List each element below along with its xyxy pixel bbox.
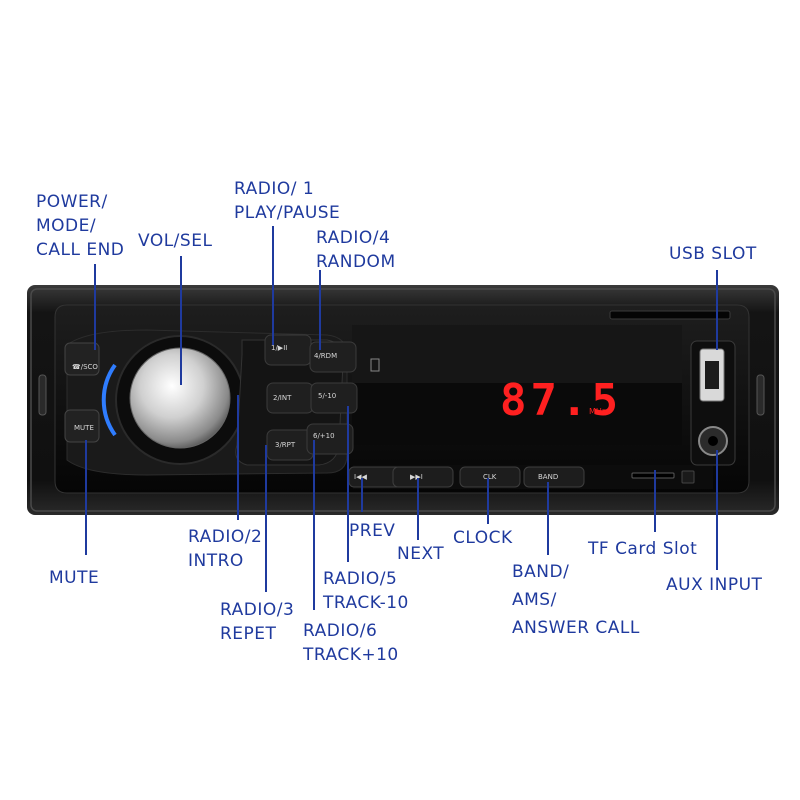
mute-button-label: MUTE bbox=[74, 424, 94, 432]
callout-line: AUX INPUT bbox=[666, 575, 763, 595]
band-button-label: BAND bbox=[538, 473, 559, 481]
callout-line: CLOCK bbox=[453, 528, 513, 548]
callout-line: RADIO/2 bbox=[188, 527, 263, 547]
callout-radio5: RADIO/5 TRACK-10 bbox=[323, 567, 409, 615]
callout-line: RADIO/6 bbox=[303, 621, 378, 641]
preset-5-label: 5/-10 bbox=[318, 392, 337, 400]
callout-prev: PREV bbox=[349, 519, 395, 543]
preset-1-label: 1/▶II bbox=[271, 344, 288, 352]
preset-button-5[interactable] bbox=[310, 382, 358, 414]
callout-band: BAND/ AMS/ ANSWER CALL bbox=[512, 558, 640, 642]
callout-line: RADIO/ 1 bbox=[234, 179, 315, 199]
clock-button-label: CLK bbox=[483, 473, 497, 481]
callout-line: VOL/SEL bbox=[138, 231, 213, 251]
preset-6-label: 6/+10 bbox=[313, 432, 335, 440]
mute-button[interactable] bbox=[64, 409, 100, 443]
led-arc-left bbox=[101, 363, 117, 437]
callout-next: NEXT bbox=[397, 542, 444, 566]
left-clip bbox=[38, 374, 47, 416]
preset-button-4[interactable] bbox=[309, 341, 357, 373]
chassis-bezel bbox=[30, 288, 776, 512]
callout-tf-card: TF Card Slot bbox=[588, 537, 697, 561]
callout-radio1: RADIO/ 1 PLAY/PAUSE bbox=[234, 177, 340, 225]
callout-line: NEXT bbox=[397, 544, 445, 564]
next-button[interactable] bbox=[392, 466, 454, 488]
callout-radio2: RADIO/2 INTRO bbox=[188, 525, 262, 573]
usb-tongue bbox=[705, 361, 719, 389]
right-clip bbox=[756, 374, 765, 416]
callout-line: PREV bbox=[349, 521, 396, 541]
tf-card-slot[interactable] bbox=[631, 472, 675, 479]
preset-button-6[interactable] bbox=[306, 423, 354, 455]
callout-line: TRACK-10 bbox=[323, 593, 409, 613]
callout-line: ANSWER CALL bbox=[512, 618, 640, 638]
callout-aux-input: AUX INPUT bbox=[666, 573, 762, 597]
callout-line: AMS/ bbox=[512, 590, 557, 610]
callout-line: USB SLOT bbox=[669, 244, 757, 264]
callout-line: INTRO bbox=[188, 551, 244, 571]
clock-button[interactable] bbox=[459, 466, 521, 488]
callout-line: MUTE bbox=[49, 568, 100, 588]
callout-line: BAND/ bbox=[512, 562, 570, 582]
callout-line: POWER/ bbox=[36, 192, 108, 212]
preset-2-label: 2/INT bbox=[273, 394, 292, 402]
callout-line: MODE/ bbox=[36, 216, 97, 236]
power-button-label: ☎/SCO bbox=[72, 363, 98, 371]
callout-radio4: RADIO/4 RANDOM bbox=[316, 226, 396, 274]
callout-line: PLAY/PAUSE bbox=[234, 203, 341, 223]
callout-radio6: RADIO/6 TRACK+10 bbox=[303, 619, 399, 667]
callout-line: RANDOM bbox=[316, 252, 396, 272]
display-gloss bbox=[352, 325, 682, 383]
preset-4-label: 4/RDM bbox=[314, 352, 338, 360]
callout-line: RADIO/5 bbox=[323, 569, 398, 589]
top-slot bbox=[609, 310, 731, 320]
preset-3-label: 3/RPT bbox=[275, 441, 296, 449]
callout-clock: CLOCK bbox=[453, 526, 513, 550]
callout-line: RADIO/4 bbox=[316, 228, 391, 248]
bluetooth-icon bbox=[370, 358, 380, 372]
prev-button-label: I◀◀ bbox=[354, 473, 367, 481]
aux-hole bbox=[708, 436, 718, 446]
frequency-display: 87.5 bbox=[500, 375, 622, 426]
callout-line: TF Card Slot bbox=[588, 539, 698, 559]
band-button[interactable] bbox=[523, 466, 585, 488]
next-button-label: ▶▶I bbox=[410, 473, 423, 481]
callout-usb-slot: USB SLOT bbox=[669, 242, 757, 266]
callout-line: CALL END bbox=[36, 240, 125, 260]
callout-line: RADIO/3 bbox=[220, 600, 295, 620]
callout-line: REPET bbox=[220, 624, 277, 644]
callout-radio3: RADIO/3 REPET bbox=[220, 598, 294, 646]
power-button[interactable] bbox=[64, 342, 100, 376]
callout-line: TRACK+10 bbox=[303, 645, 399, 665]
frequency-unit: MHz bbox=[589, 407, 607, 416]
small-port bbox=[681, 470, 695, 484]
callout-power-mode: POWER/ MODE/ CALL END bbox=[36, 190, 124, 262]
car-stereo-unit bbox=[27, 285, 779, 515]
callout-vol-sel: VOL/SEL bbox=[138, 229, 212, 253]
callout-mute: MUTE bbox=[49, 566, 99, 590]
